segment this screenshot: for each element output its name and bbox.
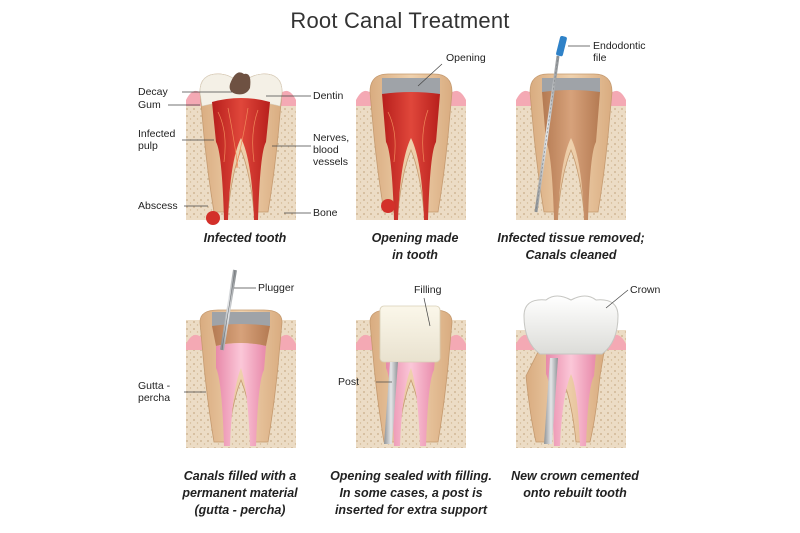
label-dentin: Dentin: [313, 90, 344, 102]
filling-material: [379, 305, 441, 363]
nerve-lines: [387, 109, 429, 163]
crown-cap: [523, 295, 619, 355]
caption-opening-made: Opening made in tooth: [371, 231, 459, 262]
caption-canals-filled: Canals filled with a permanent material …: [182, 469, 298, 517]
infected-pulp: [212, 98, 270, 220]
abscess: [206, 211, 220, 225]
tooth-opening: [356, 73, 466, 220]
tooth4-leaders: [184, 287, 256, 393]
tooth1-leaders: [168, 91, 311, 214]
open-chamber: [212, 324, 270, 346]
gum-tissue: [186, 334, 296, 350]
gutta-percha-fill: [546, 350, 596, 446]
label-filling: Filling: [414, 284, 442, 296]
label-bone: Bone: [313, 207, 338, 219]
tooth6-leader: [605, 289, 629, 309]
label-endodontic-file: Endodontic file: [593, 40, 646, 64]
tooth-filled-sealed: [356, 305, 466, 448]
infected-pulp: [382, 92, 440, 220]
caption-opening-sealed: Opening sealed with filling. In some cas…: [330, 469, 492, 517]
gutta-percha-fill: [386, 343, 436, 446]
caption-tissue-removed: Infected tissue removed; Canals cleaned: [497, 231, 645, 262]
label-abscess: Abscess: [138, 200, 178, 212]
cleaned-pulp-chamber: [542, 90, 600, 220]
label-decay: Decay: [138, 86, 168, 98]
gum-tissue: [516, 90, 626, 106]
label-infected-pulp: Infected pulp: [138, 128, 176, 152]
gutta-percha-fill: [216, 343, 266, 446]
plugger-tool: [220, 269, 237, 351]
label-post: Post: [338, 376, 360, 388]
label-gutta-percha: Gutta - percha: [138, 380, 171, 404]
endodontic-file-tool: [534, 35, 567, 213]
label-nerves-blood-vessels: Nerves, blood vessels: [313, 132, 350, 168]
nerve-lines: [217, 107, 259, 169]
label-plugger: Plugger: [258, 282, 295, 294]
caption-new-crown: New crown cemented onto rebuilt tooth: [511, 469, 639, 500]
tooth-filled-canals: [186, 309, 296, 448]
label-crown: Crown: [630, 284, 661, 296]
access-opening: [382, 78, 440, 94]
post: [544, 358, 558, 444]
tooth2-leader: [417, 63, 443, 87]
caption-infected-tooth: Infected tooth: [203, 231, 287, 245]
tooth-cleaned: [516, 73, 626, 220]
abscess: [381, 199, 395, 213]
label-gum: Gum: [138, 99, 161, 111]
tooth-crowned: [516, 295, 626, 448]
decay-spot: [229, 72, 251, 95]
access-opening: [212, 312, 270, 326]
gum-tissue: [186, 90, 296, 106]
page-title: Root Canal Treatment: [290, 8, 510, 33]
tooth-infected: [186, 72, 296, 225]
gum-tissue: [356, 334, 466, 350]
access-opening: [542, 78, 600, 92]
label-opening: Opening: [446, 52, 486, 64]
tooth5-leaders: [376, 297, 431, 383]
post: [384, 362, 398, 444]
gum-tissue: [356, 90, 466, 106]
